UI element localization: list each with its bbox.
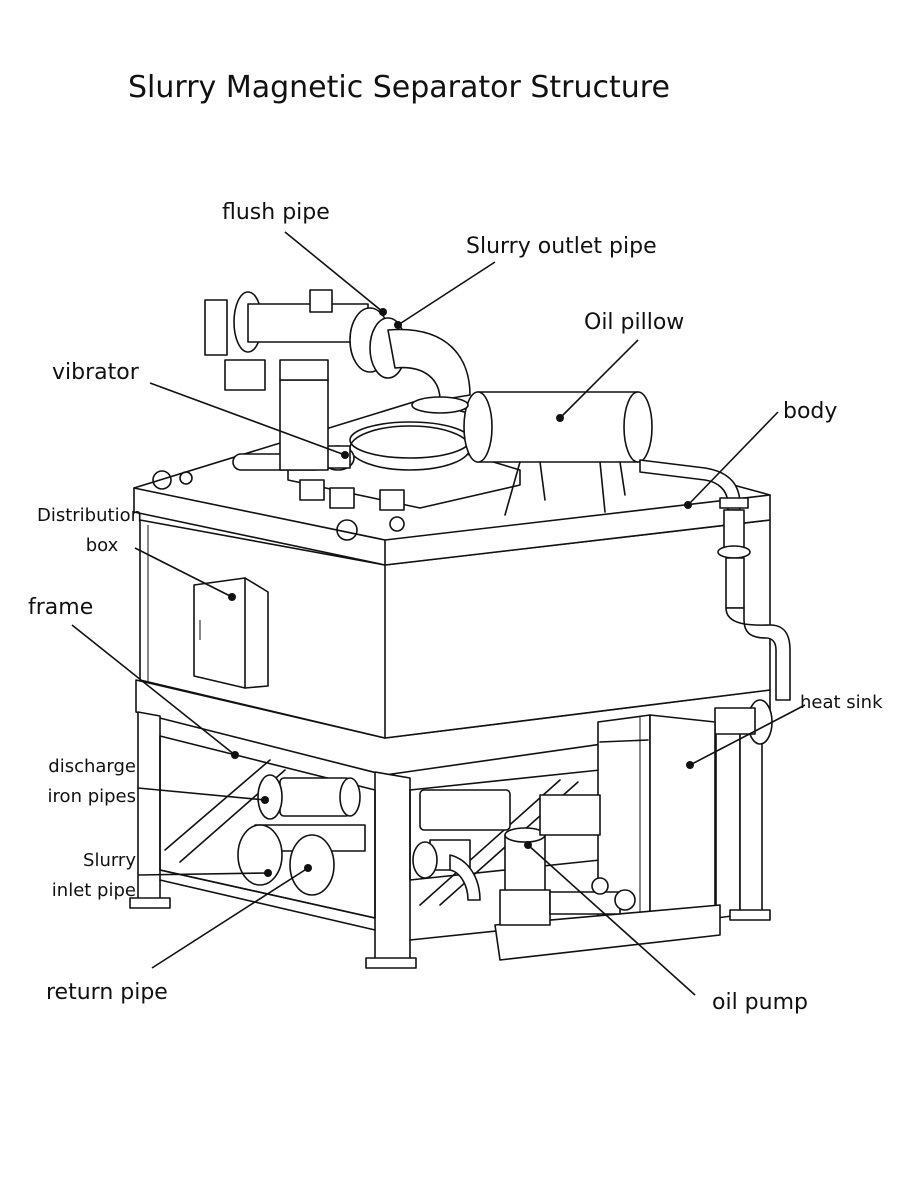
outlet-piping	[204, 289, 471, 414]
label-oil-pump: oil pump	[712, 990, 808, 1015]
label-discharge-iron-pipes: discharge iron pipes	[18, 752, 136, 812]
distribution-box	[193, 577, 269, 689]
label-slurry-inlet-pipe-line1: Slurry	[83, 850, 136, 871]
label-slurry-inlet-pipe: Slurry inlet pipe	[18, 846, 136, 906]
label-body: body	[783, 399, 838, 424]
label-discharge-iron-pipes-line1: discharge	[48, 756, 136, 777]
oil-pump-assembly	[494, 827, 721, 961]
oil-pillow-tank	[463, 391, 653, 516]
label-oil-pillow: Oil pillow	[584, 310, 685, 335]
label-slurry-outlet-pipe: Slurry outlet pipe	[466, 234, 657, 259]
label-slurry-inlet-pipe-line2: inlet pipe	[51, 880, 136, 901]
frame-structure	[129, 679, 771, 969]
label-distribution-box-line1: Distribution	[36, 505, 142, 526]
label-distribution-box: Distribution box	[22, 501, 142, 561]
label-frame: frame	[28, 595, 94, 620]
right-piping	[639, 459, 791, 745]
label-discharge-iron-pipes-line2: iron pipes	[47, 786, 136, 807]
label-return-pipe: return pipe	[46, 980, 168, 1005]
diagram-title: Slurry Magnetic Separator Structure	[128, 70, 670, 105]
label-heat-sink: heat sink	[800, 692, 883, 713]
leader-lines	[71, 231, 806, 996]
lower-piping	[237, 774, 601, 901]
label-flush-pipe: flush pipe	[222, 200, 330, 225]
label-distribution-box-line2: box	[85, 535, 119, 556]
label-vibrator: vibrator	[52, 360, 139, 385]
heat-sink-block	[597, 714, 716, 926]
